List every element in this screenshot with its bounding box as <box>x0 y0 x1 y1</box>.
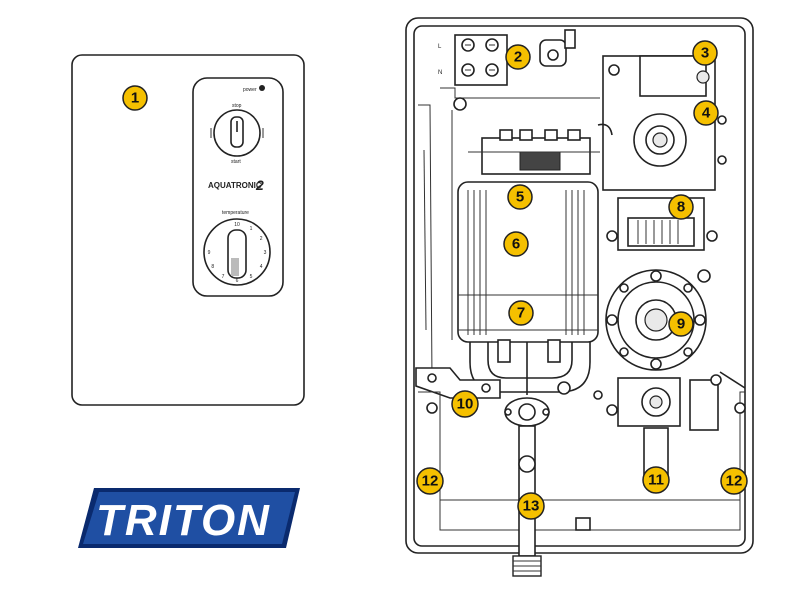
svg-text:13: 13 <box>523 498 540 515</box>
callout-3: 3 <box>692 40 718 66</box>
logo-text: TRITON <box>96 496 271 545</box>
power-indicator-icon <box>259 85 265 91</box>
dial-number: 3 <box>264 250 267 256</box>
svg-text:12: 12 <box>422 473 439 490</box>
power-label: power <box>243 87 257 93</box>
left-bracket <box>415 367 501 414</box>
dial-number: 8 <box>211 264 214 270</box>
callout-8: 8 <box>668 194 694 220</box>
flow-valve <box>605 269 711 371</box>
callout-1: 1 <box>122 85 148 111</box>
inlet-assembly <box>593 371 746 485</box>
dial-number: 1 <box>250 226 253 232</box>
backplate-inner <box>413 25 746 547</box>
dial-number: 2 <box>260 236 263 242</box>
dial-number: 4 <box>260 264 263 270</box>
svg-text:1: 1 <box>131 90 139 107</box>
dial-number: 6 <box>236 278 239 284</box>
svg-text:6: 6 <box>512 236 520 253</box>
svg-text:7: 7 <box>517 305 525 322</box>
callout-12-right: 12 <box>720 467 748 495</box>
callout-11: 11 <box>642 466 670 494</box>
neutral-terminal-label: N <box>438 70 442 76</box>
callout-10: 10 <box>451 390 479 418</box>
internal-unit: L N <box>405 17 754 577</box>
heater-tank <box>457 181 599 343</box>
dial-number: 5 <box>250 274 253 280</box>
brand-text: AQUATRONIC <box>208 181 262 190</box>
heater-terminals <box>468 129 600 175</box>
svg-text:3: 3 <box>701 45 709 62</box>
logo-fill <box>83 492 295 544</box>
svg-text:8: 8 <box>677 199 685 216</box>
live-terminal-label: L <box>438 44 442 50</box>
solenoid-valve <box>606 197 718 251</box>
terminal-block: L N <box>438 29 600 111</box>
dial-numbers: 10 1 2 3 4 5 6 7 8 9 <box>208 222 267 284</box>
svg-text:5: 5 <box>516 189 524 206</box>
dial-number: 10 <box>234 222 240 228</box>
temperature-label: temperature <box>222 210 249 216</box>
stabiliser-assembly <box>597 55 727 191</box>
callout-6: 6 <box>503 231 529 257</box>
callout-7: 7 <box>508 300 534 326</box>
start-label: start <box>231 159 241 165</box>
svg-text:2: 2 <box>514 49 522 66</box>
callout-2: 2 <box>505 44 531 70</box>
svg-text:10: 10 <box>457 396 474 413</box>
callout-12-left: 12 <box>416 467 444 495</box>
svg-text:9: 9 <box>677 316 685 333</box>
dial-number: 9 <box>208 250 211 256</box>
svg-text:4: 4 <box>702 105 711 122</box>
callout-9: 9 <box>668 311 694 337</box>
callout-4: 4 <box>693 100 719 126</box>
triton-logo: TRITON <box>78 488 300 548</box>
pressure-relief-device <box>504 397 550 577</box>
callout-13: 13 <box>517 492 545 520</box>
svg-text:12: 12 <box>726 473 743 490</box>
model-numeral: 2 <box>255 177 264 193</box>
dial-number: 7 <box>222 274 225 280</box>
callout-5: 5 <box>507 184 533 210</box>
front-cover: power stop start AQUATRONIC 2 temperatur… <box>71 54 305 406</box>
svg-text:11: 11 <box>648 472 664 489</box>
stop-label: stop <box>232 103 242 109</box>
